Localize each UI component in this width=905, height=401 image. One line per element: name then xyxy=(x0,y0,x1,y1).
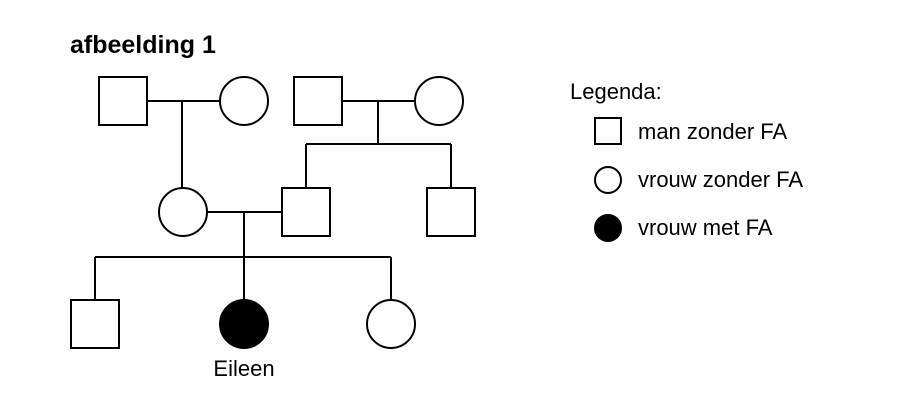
legend-open-circle-symbol xyxy=(594,166,622,194)
g1-left-man-symbol xyxy=(98,76,148,126)
legend-item-label: vrouw met FA xyxy=(638,215,773,240)
figure-title: afbeelding 1 xyxy=(70,31,216,59)
g2-father-symbol xyxy=(281,187,331,237)
legend-filled-circle-symbol xyxy=(594,214,622,242)
g2-uncle-symbol xyxy=(426,187,476,237)
legend-square-symbol xyxy=(594,117,622,145)
legend: Legenda: man zonder FA vrouw zonder FA v… xyxy=(570,79,803,242)
legend-item-label: man zonder FA xyxy=(638,119,788,144)
legend-heading: Legenda: xyxy=(570,79,662,104)
g1-right-woman-symbol xyxy=(414,76,464,126)
g2-mother-symbol xyxy=(158,187,208,237)
legend-item-label: vrouw zonder FA xyxy=(638,167,803,192)
g3-brother-symbol xyxy=(70,299,120,349)
g1-right-man-symbol xyxy=(293,76,343,126)
pedigree-lines xyxy=(94,100,452,302)
g3-eileen-symbol xyxy=(219,299,269,349)
eileen-label: Eileen xyxy=(213,356,274,381)
g1-left-woman-symbol xyxy=(219,76,269,126)
g3-sister-symbol xyxy=(366,299,416,349)
